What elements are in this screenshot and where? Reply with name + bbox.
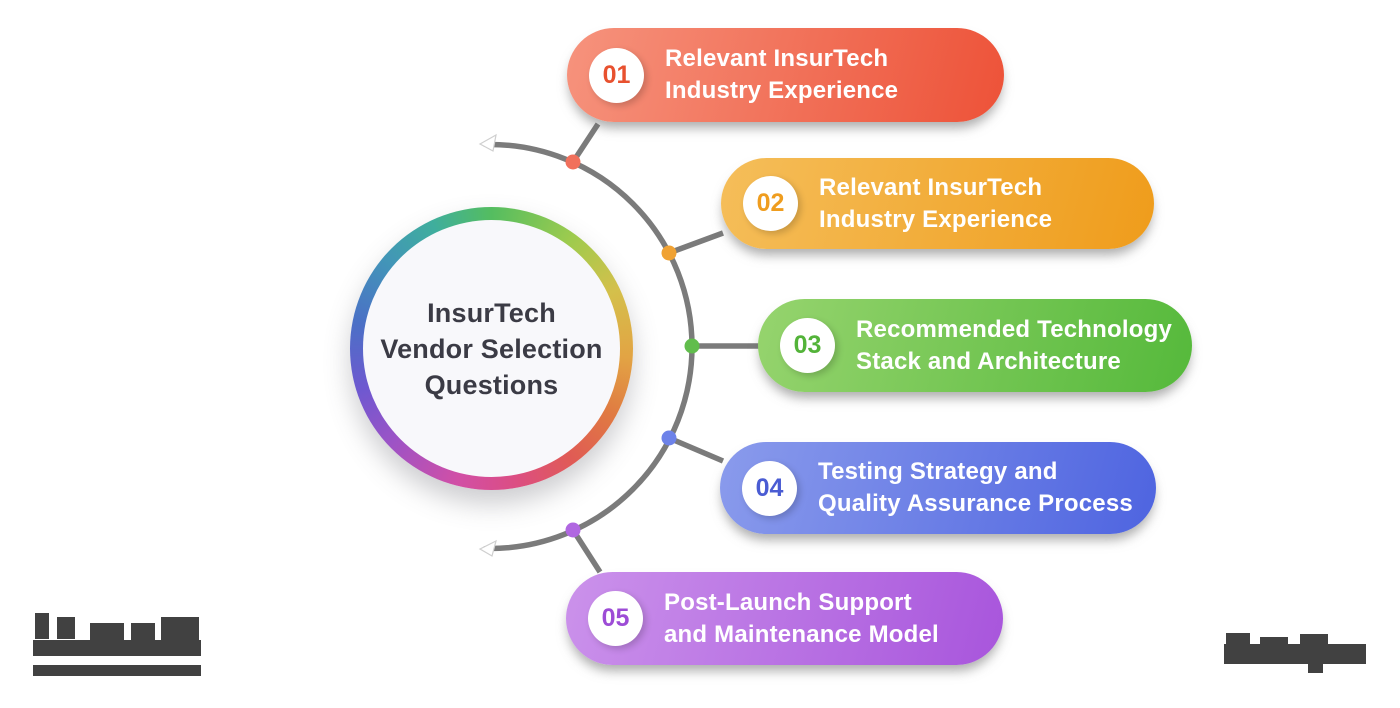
branch-line-05 bbox=[570, 528, 603, 574]
step-label-05-line-1: Post-Launch Support bbox=[664, 588, 912, 616]
left-logo-pixel-block bbox=[35, 613, 49, 639]
right-logo-pixel-block bbox=[1260, 637, 1288, 644]
right-logo-pixel-block bbox=[1224, 644, 1366, 664]
step-dot-03 bbox=[684, 338, 700, 354]
step-number-badge-01: 01 bbox=[589, 47, 644, 103]
left-logo-pixel-block bbox=[33, 640, 201, 656]
step-number-badge-04: 04 bbox=[742, 460, 797, 516]
right-logo-pixel-block bbox=[1300, 634, 1328, 644]
step-number-badge-05: 05 bbox=[588, 591, 643, 646]
left-logo-pixel-block bbox=[57, 617, 75, 639]
right-logo-pixel-block bbox=[1308, 664, 1323, 673]
center-circle-inner: InsurTech Vendor Selection Questions bbox=[363, 220, 620, 477]
step-label-04: Testing Strategy and Quality Assurance P… bbox=[818, 456, 1133, 520]
step-number-badge-03: 03 bbox=[780, 318, 835, 373]
center-title-line-1: InsurTech bbox=[427, 297, 556, 328]
step-number-badge-02: 02 bbox=[743, 176, 798, 231]
left-logo-watermark bbox=[33, 611, 201, 677]
right-logo-watermark bbox=[1224, 631, 1368, 673]
step-label-02: Relevant InsurTech Industry Experience bbox=[819, 172, 1052, 236]
step-label-05: Post-Launch Support and Maintenance Mode… bbox=[664, 587, 939, 651]
step-dot-02 bbox=[661, 245, 677, 261]
step-label-01: Relevant InsurTech Industry Experience bbox=[665, 43, 898, 107]
step-label-01-line-1: Relevant InsurTech bbox=[665, 45, 889, 72]
step-label-02-line-2: Industry Experience bbox=[819, 205, 1053, 233]
step-label-03-line-2: Stack and Architecture bbox=[856, 347, 1121, 375]
step-dot-01 bbox=[565, 154, 581, 170]
step-label-04-line-1: Testing Strategy and bbox=[818, 458, 1058, 485]
branch-line-02 bbox=[668, 230, 724, 256]
step-pill-05: 05 Post-Launch Support and Maintenance M… bbox=[566, 572, 1003, 665]
center-title-line-3: Questions bbox=[424, 369, 559, 400]
left-logo-pixel-block bbox=[131, 623, 155, 640]
step-pill-01: 01 Relevant InsurTech Industry Experienc… bbox=[567, 28, 1004, 122]
step-pill-03: 03 Recommended Technology Stack and Arch… bbox=[758, 299, 1192, 392]
left-logo-pixel-block bbox=[161, 617, 199, 640]
step-dot-04 bbox=[661, 430, 677, 446]
arrow-end-icon bbox=[478, 539, 497, 557]
step-label-02-line-1: Relevant InsurTech bbox=[819, 173, 1043, 201]
branch-line-01 bbox=[570, 122, 601, 164]
left-logo-tagline-block bbox=[33, 665, 201, 676]
center-title-line-2: Vendor Selection bbox=[380, 333, 603, 364]
step-label-03-line-1: Recommended Technology bbox=[856, 315, 1173, 343]
branch-line-04 bbox=[667, 435, 725, 464]
step-label-05-line-2: and Maintenance Model bbox=[664, 620, 939, 648]
right-logo-pixel-block bbox=[1226, 633, 1250, 644]
left-logo-pixel-block bbox=[90, 623, 124, 640]
step-dot-05 bbox=[565, 522, 581, 538]
step-pill-02: 02 Relevant InsurTech Industry Experienc… bbox=[721, 158, 1154, 249]
step-label-01-line-2: Industry Experience bbox=[665, 77, 899, 104]
step-label-03: Recommended Technology Stack and Archite… bbox=[856, 314, 1172, 378]
arrow-start-icon bbox=[478, 133, 497, 152]
step-label-04-line-2: Quality Assurance Process bbox=[818, 490, 1133, 517]
center-circle: InsurTech Vendor Selection Questions bbox=[350, 207, 633, 490]
step-pill-04: 04 Testing Strategy and Quality Assuranc… bbox=[720, 442, 1156, 534]
